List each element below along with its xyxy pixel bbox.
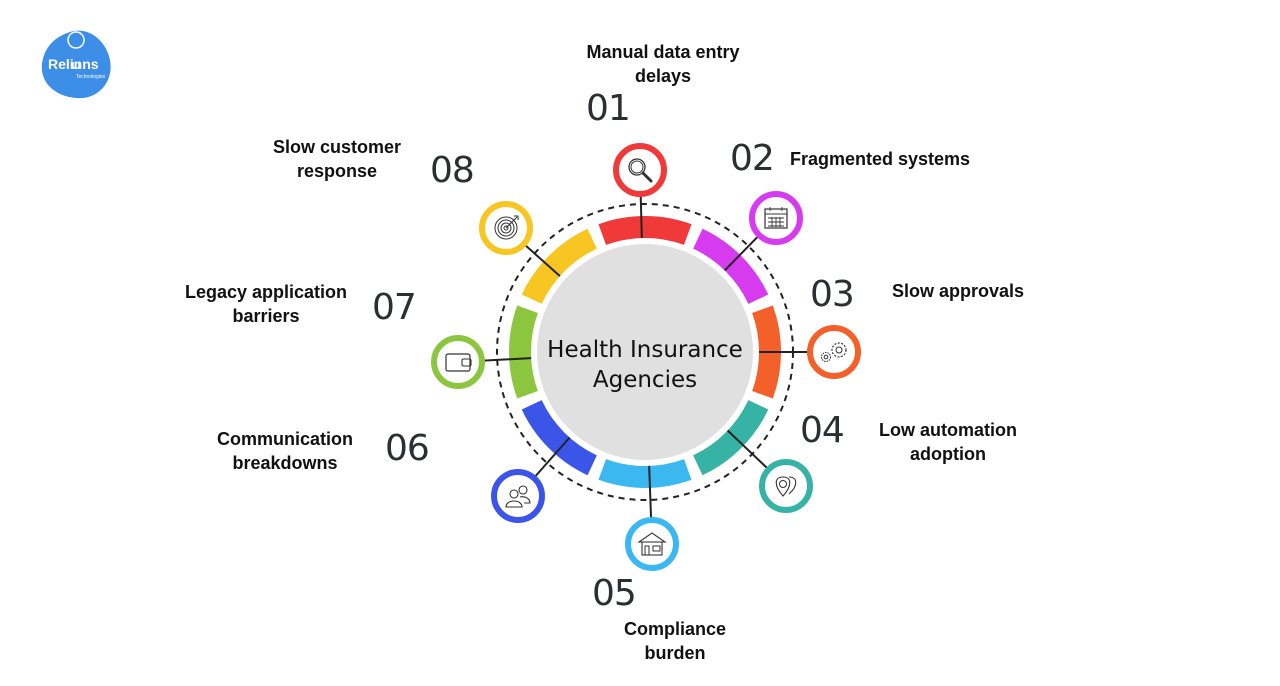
ring-segment-05 [598, 459, 692, 488]
house-icon [637, 532, 667, 556]
target-icon [494, 215, 519, 240]
icon-ring-01 [613, 143, 667, 197]
logo-subtitle: Technologies [76, 74, 106, 80]
item-number-08: 08 [430, 150, 475, 191]
center-title-line2: Agencies [592, 367, 698, 393]
ring-segment-08 [521, 228, 597, 304]
center-circle [537, 244, 753, 460]
icon-ring-05 [625, 517, 679, 571]
gears-icon [820, 342, 847, 363]
icon-node-01 [613, 143, 667, 197]
icon-node-05 [625, 517, 679, 571]
magnifier-icon [628, 158, 653, 183]
center-title-line1: Health Insurance [547, 337, 743, 363]
ring-segment-07 [508, 305, 538, 399]
icon-node-07 [431, 335, 485, 389]
icon-node-06 [491, 469, 545, 523]
ring-segment-02 [693, 228, 769, 304]
wallet-icon [445, 353, 472, 372]
icon-node-08 [479, 201, 533, 255]
icon-node-04 [759, 459, 813, 513]
users-icon [505, 485, 531, 508]
ring-segment-01 [598, 216, 692, 245]
item-number-01: 01 [586, 88, 631, 129]
location-pins-icon [775, 476, 797, 497]
icon-node-02 [749, 191, 803, 245]
item-number-04: 04 [800, 410, 845, 451]
item-number-02: 02 [730, 138, 775, 179]
item-number-05: 05 [592, 573, 637, 614]
item-number-03: 03 [810, 274, 855, 315]
company-logo [41, 30, 111, 99]
logo-name: Relinns [48, 56, 99, 72]
item-label-03: Slow approvals [892, 281, 1025, 301]
lightbulb-icon [67, 31, 85, 69]
logo-blob [41, 30, 111, 99]
center-title: Health Insurance Agencies [530, 335, 760, 395]
ring-segment-04 [693, 400, 769, 476]
icon-node-03 [807, 325, 861, 379]
calendar-icon [764, 207, 788, 229]
item-number-07: 07 [372, 287, 417, 328]
ring-segment-06 [521, 400, 597, 476]
item-label-02: Fragmented systems [790, 149, 971, 169]
icon-ring-07 [431, 335, 485, 389]
icon-ring-03 [807, 325, 861, 379]
item-number-06: 06 [385, 428, 430, 469]
